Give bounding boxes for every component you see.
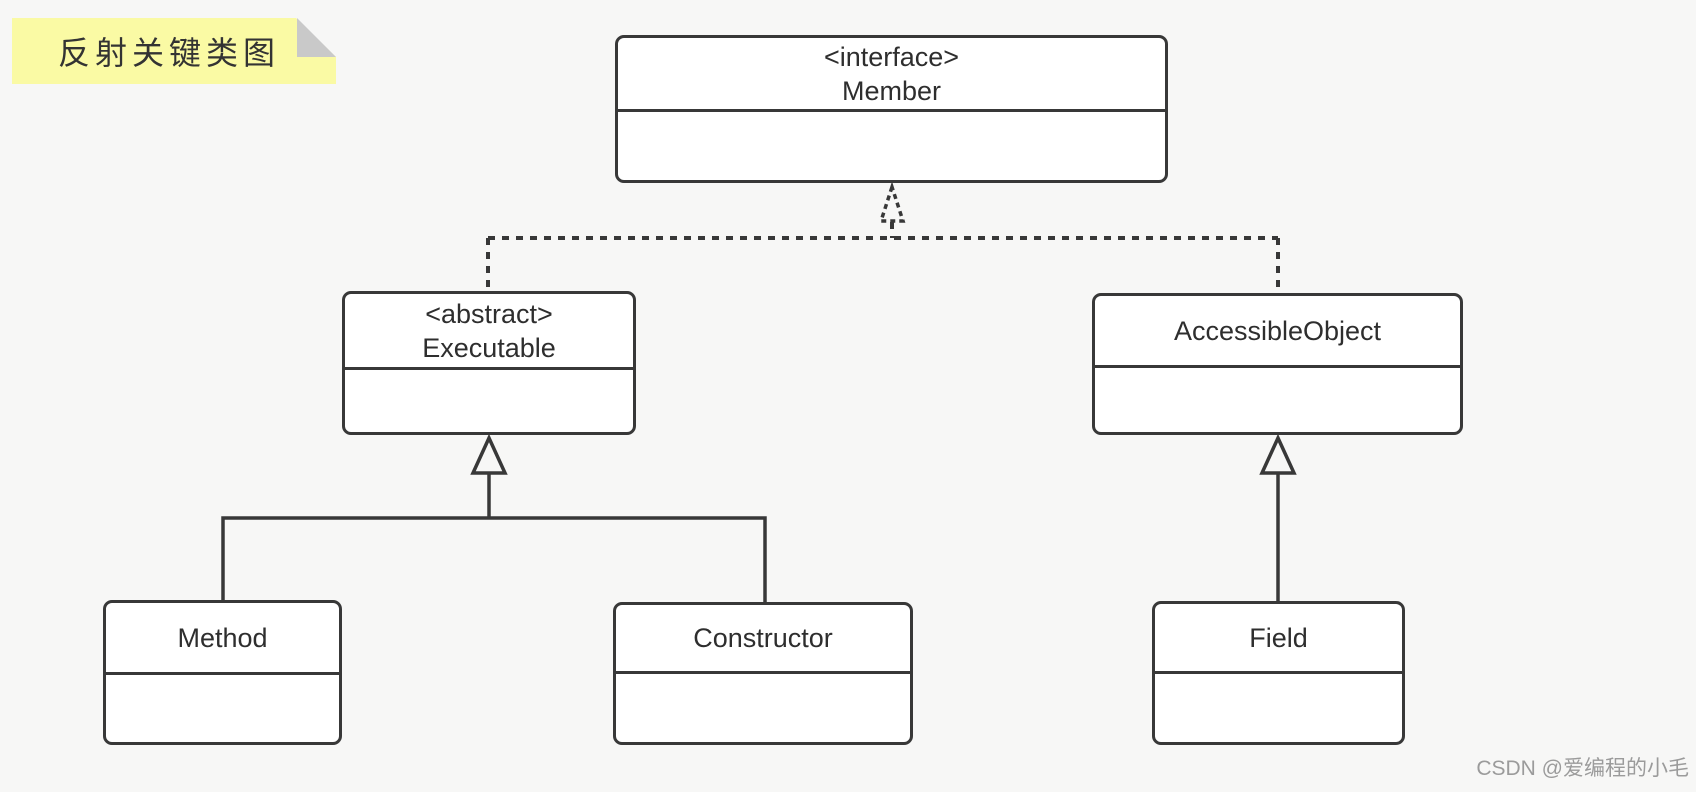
class-title-compartment: Method xyxy=(106,603,339,675)
class-title-compartment: <abstract> Executable xyxy=(345,294,633,370)
class-title-compartment: Field xyxy=(1155,604,1402,674)
class-node-field: Field xyxy=(1152,601,1405,745)
class-node-constructor: Constructor xyxy=(613,602,913,745)
class-stereotype: <abstract> xyxy=(425,298,553,329)
class-title-compartment: Constructor xyxy=(616,605,910,674)
generalization-arrowhead-accessibleobject xyxy=(1259,433,1297,475)
class-node-member: <interface> Member xyxy=(615,35,1168,183)
generalization-arrowhead-executable xyxy=(470,433,508,475)
class-members-compartment xyxy=(1095,368,1460,432)
class-node-executable: <abstract> Executable xyxy=(342,291,636,435)
class-members-compartment xyxy=(616,674,910,742)
class-title-compartment: AccessibleObject xyxy=(1095,296,1460,368)
csdn-watermark: CSDN @爱编程的小毛 xyxy=(1476,757,1689,780)
class-name: Member xyxy=(841,75,942,106)
diagram-title-label: 反射关键类图 xyxy=(57,35,280,71)
class-members-compartment xyxy=(618,112,1165,180)
class-title-compartment: <interface> Member xyxy=(618,38,1165,112)
diagram-title-note: 反射关键类图 xyxy=(12,18,336,84)
realization-arrowhead-member xyxy=(878,181,906,223)
class-name: AccessibleObject xyxy=(1173,315,1382,346)
class-members-compartment xyxy=(345,370,633,432)
class-name: Constructor xyxy=(693,623,833,653)
class-node-accessibleobject: AccessibleObject xyxy=(1092,293,1463,435)
class-members-compartment xyxy=(1155,674,1402,742)
class-stereotype: <interface> xyxy=(823,41,960,72)
class-name: Field xyxy=(1249,622,1308,653)
class-members-compartment xyxy=(106,675,339,742)
class-name: Executable xyxy=(422,332,556,363)
class-name: Method xyxy=(177,622,268,653)
class-node-method: Method xyxy=(103,600,342,745)
edge-generalization-executable-tree xyxy=(221,474,767,602)
